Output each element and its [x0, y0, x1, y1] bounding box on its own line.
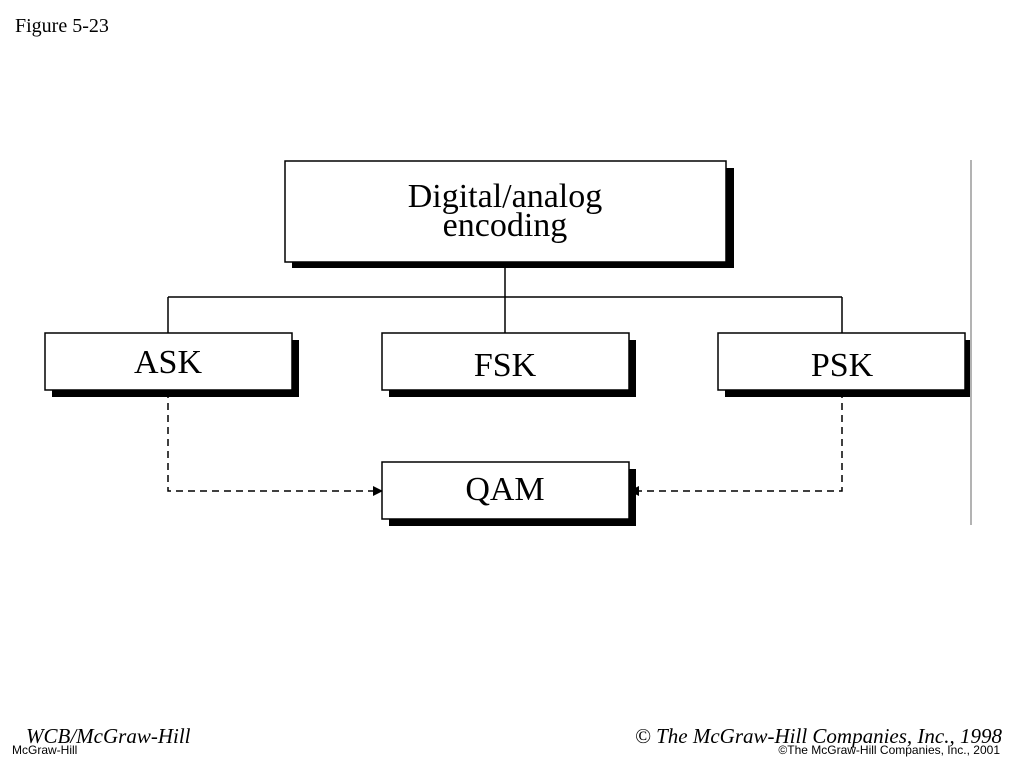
qam-label: QAM [465, 471, 544, 508]
qam-box: QAM [381, 461, 636, 526]
ask-label: ASK [134, 344, 202, 381]
psk-label: PSK [811, 347, 874, 384]
copyright-symbol-icon: © [634, 724, 651, 748]
dashed-arrows [167, 391, 843, 496]
footer-copyright-text: The McGraw-Hill Companies, Inc., 1998 [656, 724, 1002, 748]
ask-to-qam-arrow [167, 391, 383, 496]
root-box: Digital/analog encoding [284, 160, 734, 268]
fsk-box: FSK [381, 332, 636, 397]
psk-to-qam-arrow [629, 391, 843, 496]
psk-box: PSK [717, 332, 970, 397]
footer-copyright-small: ©The McGraw-Hill Companies, Inc., 2001 [778, 743, 1000, 757]
root-label-line1: Digital/analog [408, 178, 603, 215]
footer-publisher-small: McGraw-Hill [12, 743, 78, 757]
figure-label: Figure 5-23 [15, 15, 109, 37]
fsk-label: FSK [474, 347, 537, 384]
footer-publisher: WCB/McGraw-Hill [26, 724, 191, 748]
tree-connectors [167, 262, 843, 333]
footer-copyright: © The McGraw-Hill Companies, Inc., 1998 [635, 724, 1002, 749]
ask-box: ASK [44, 332, 299, 397]
root-label-line2: encoding [443, 207, 568, 244]
